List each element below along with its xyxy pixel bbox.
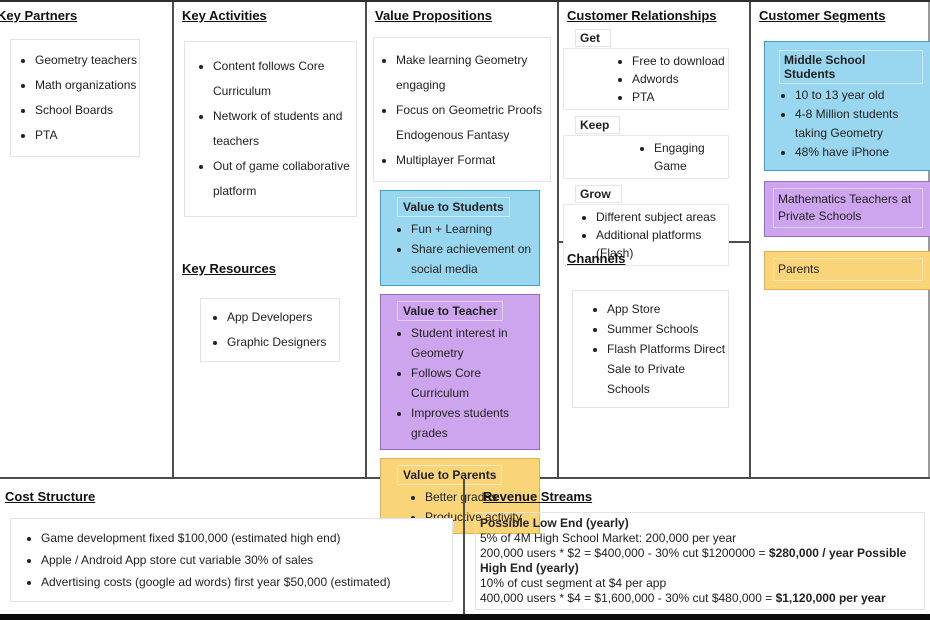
parents-box[interactable]: Parents <box>764 251 930 290</box>
key-resources-node[interactable]: App Developers Graphic Designers <box>200 298 340 362</box>
cost-structure-title: Cost Structure <box>5 489 96 504</box>
keep-label[interactable]: Keep <box>575 116 621 134</box>
channels-title: Channels <box>567 251 626 266</box>
revenue-line: 5% of 4M High School Market: 200,000 per… <box>480 531 737 545</box>
list-item: Math organizations <box>35 73 139 98</box>
grow-list: Different subject areas Additional platf… <box>564 208 728 262</box>
segment-title: Mathematics Teachers at Private Schools <box>773 188 923 228</box>
list-item: Flash Platforms Direct Sale to Private S… <box>607 339 728 399</box>
revenue-line-bold: $1,120,000 per year <box>775 591 886 605</box>
revenue-line: 400,000 users * $4 = $1,600,000 - 30% cu… <box>480 591 920 606</box>
list-item: Content follows Core Curriculum <box>213 54 352 104</box>
list-item: Make learning Geometry engaging <box>396 48 548 98</box>
customer-segments-title: Customer Segments <box>759 8 886 23</box>
list-item: Share achievement on social media <box>411 239 533 279</box>
section-key-activities: Key Activities Content follows Core Curr… <box>174 2 367 477</box>
list-item: Advertising costs (google ad words) firs… <box>41 571 452 593</box>
segment-title: Parents <box>773 258 923 281</box>
get-list: Free to download Adwords PTA <box>564 52 728 106</box>
get-label[interactable]: Get <box>575 29 612 47</box>
channels-list: App Store Summer Schools Flash Platforms… <box>573 299 728 399</box>
value-box-title: Value to Students <box>397 197 510 217</box>
customer-relationships-title: Customer Relationships <box>567 8 717 23</box>
revenue-line-normal: 200,000 users * $2 = $400,000 - 30% cut … <box>480 546 769 560</box>
revenue-line: 200,000 users * $2 = $400,000 - 30% cut … <box>480 546 920 576</box>
list-item: Additional platforms (Flash) <box>596 226 728 262</box>
list-item: Better grades <box>425 487 533 507</box>
key-resources-title: Key Resources <box>182 261 276 276</box>
grow-node[interactable]: Different subject areas Additional platf… <box>563 204 729 266</box>
middle-school-students-box[interactable]: Middle School Students 10 to 13 year old… <box>764 41 930 171</box>
list-item: Different subject areas <box>596 208 728 226</box>
value-box-list: Fun + Learning Share achievement on soci… <box>387 219 533 279</box>
list-item: App Developers <box>227 305 339 330</box>
value-propositions-title: Value Propositions <box>375 8 493 23</box>
list-item: App Store <box>607 299 728 319</box>
list-item: Summer Schools <box>607 319 728 339</box>
bottom-black-bar <box>0 614 930 620</box>
key-partners-list: Geometry teachers Math organizations Sch… <box>11 48 139 148</box>
section-customer-segments: Customer Segments Middle School Students… <box>751 2 930 477</box>
customer-relationships-area: Customer Relationships Get Free to downl… <box>559 2 749 266</box>
list-item: Focus on Geometric Proofs Endogenous Fan… <box>396 98 548 148</box>
value-box-title: Value to Teacher <box>397 301 504 321</box>
get-node[interactable]: Free to download Adwords PTA <box>563 48 729 110</box>
key-resources-list: App Developers Graphic Designers <box>201 305 339 355</box>
key-partners-node[interactable]: Geometry teachers Math organizations Sch… <box>10 39 140 157</box>
revenue-line-bold: Possible Low End (yearly) <box>480 516 629 530</box>
canvas-top-row: Key Partners Geometry teachers Math orga… <box>0 2 930 534</box>
list-item: Game development fixed $100,000 (estimat… <box>41 527 452 549</box>
value-to-students-box[interactable]: Value to Students Fun + Learning Share a… <box>380 190 540 286</box>
canvas-bottom-row: Cost Structure Game development fixed $1… <box>0 479 930 614</box>
revenue-line: 10% of cust segment at $4 per app <box>480 576 667 590</box>
list-item: School Boards <box>35 98 139 123</box>
list-item: 10 to 13 year old <box>795 86 923 105</box>
key-partners-title: Key Partners <box>0 8 78 23</box>
list-item: Apple / Android App store cut variable 3… <box>41 549 452 571</box>
grow-label[interactable]: Grow <box>575 185 622 203</box>
value-propositions-list: Make learning Geometry engaging Focus on… <box>374 48 548 173</box>
revenue-streams-title: Revenue Streams <box>483 489 593 504</box>
section-customer-relationships: Customer Relationships Get Free to downl… <box>559 2 751 477</box>
section-value-propositions: Value Propositions Make learning Geometr… <box>367 2 559 534</box>
section-revenue-streams: Revenue Streams Possible Low End (yearly… <box>465 479 930 614</box>
revenue-line-normal: 400,000 users * $4 = $1,600,000 - 30% cu… <box>480 591 776 605</box>
key-activities-list: Content follows Core Curriculum Network … <box>185 54 352 204</box>
list-item: Engaging Game <box>654 139 728 175</box>
list-item: PTA <box>35 123 139 148</box>
list-item: 4-8 Million students taking Geometry <box>795 105 923 143</box>
list-item: Geometry teachers <box>35 48 139 73</box>
section-key-partners: Key Partners Geometry teachers Math orga… <box>0 2 174 477</box>
channels-area: Channels App Store Summer Schools Flash … <box>559 243 749 408</box>
cost-structure-list: Game development fixed $100,000 (estimat… <box>11 527 452 593</box>
list-item: Out of game collaborative platform <box>213 154 352 204</box>
revenue-streams-node[interactable]: Possible Low End (yearly) 5% of 4M High … <box>475 512 925 610</box>
value-to-teacher-box[interactable]: Value to Teacher Student interest in Geo… <box>380 294 540 450</box>
cost-structure-node[interactable]: Game development fixed $100,000 (estimat… <box>10 518 453 602</box>
key-activities-node[interactable]: Content follows Core Curriculum Network … <box>184 41 357 217</box>
list-item: Free to download <box>632 52 728 70</box>
segment-list: 10 to 13 year old 4-8 Million students t… <box>773 86 923 162</box>
list-item: PTA <box>632 88 728 106</box>
section-cost-structure: Cost Structure Game development fixed $1… <box>0 479 465 614</box>
list-item: 48% have iPhone <box>795 143 923 162</box>
math-teachers-box[interactable]: Mathematics Teachers at Private Schools <box>764 181 930 237</box>
list-item: Network of students and teachers <box>213 104 352 154</box>
key-activities-title: Key Activities <box>182 8 267 23</box>
value-box-list: Student interest in Geometry Follows Cor… <box>387 323 533 443</box>
list-item: Multiplayer Format <box>396 148 548 173</box>
list-item: Adwords <box>632 70 728 88</box>
list-item: Student interest in Geometry <box>411 323 533 363</box>
channels-node[interactable]: App Store Summer Schools Flash Platforms… <box>572 290 729 408</box>
list-item: Graphic Designers <box>227 330 339 355</box>
list-item: Follows Core Curriculum <box>411 363 533 403</box>
list-item: Fun + Learning <box>411 219 533 239</box>
value-box-title: Value to Parents <box>397 465 503 485</box>
revenue-line-bold: $280,000 / year Possible High End (yearl… <box>480 546 907 575</box>
value-propositions-node[interactable]: Make learning Geometry engaging Focus on… <box>373 37 551 182</box>
list-item: Improves students grades <box>411 403 533 443</box>
keep-list: Engaging Game <box>564 139 728 175</box>
keep-node[interactable]: Engaging Game <box>563 135 729 179</box>
segment-title: Middle School Students <box>779 50 923 84</box>
